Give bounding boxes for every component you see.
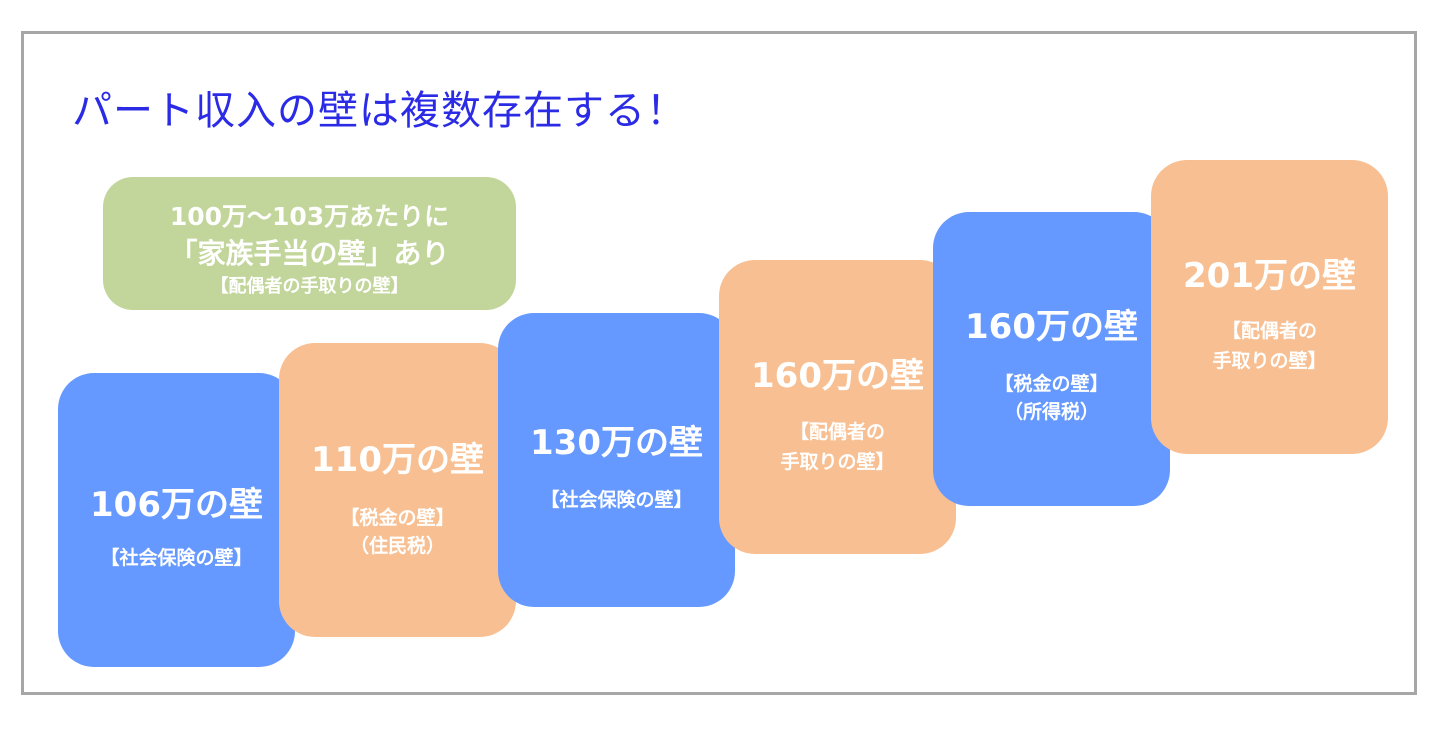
wall-box-160-spouse: 160万の壁 【配偶者の 手取りの壁】 <box>719 260 956 554</box>
wall-amount: 110万の壁 <box>311 440 484 480</box>
wall-box-201: 201万の壁 【配偶者の 手取りの壁】 <box>1151 160 1388 454</box>
wall-amount: 106万の壁 <box>90 485 263 525</box>
page-title: パート収入の壁は複数存在する！ <box>72 88 687 134</box>
wall-box-110: 110万の壁 【税金の壁】 （住民税） <box>279 343 516 637</box>
wall-detail: （所得税） <box>1003 401 1099 423</box>
diagram-frame <box>21 31 1417 695</box>
wall-amount: 160万の壁 <box>751 356 924 396</box>
wall-detail: 手取りの壁】 <box>780 451 895 473</box>
wall-type: 【社会保険の壁】 <box>100 547 253 569</box>
wall-detail: 手取りの壁】 <box>1212 350 1327 372</box>
wall-type: 【配偶者の <box>1221 320 1317 342</box>
wall-type: 【配偶者の <box>789 421 885 443</box>
wall-type: 【税金の壁】 <box>340 507 455 529</box>
wall-box-130: 130万の壁 【社会保険の壁】 <box>498 313 735 607</box>
wall-type: 【社会保険の壁】 <box>540 489 693 511</box>
wall-box-160-tax: 160万の壁 【税金の壁】 （所得税） <box>933 212 1170 506</box>
wall-box-106: 106万の壁 【社会保険の壁】 <box>58 373 295 667</box>
family-allowance-note: 100万～103万あたりに 「家族手当の壁」あり 【配偶者の手取りの壁】 <box>103 177 516 310</box>
wall-detail: （住民税） <box>349 535 445 557</box>
wall-amount: 130万の壁 <box>530 423 703 463</box>
note-line-1: 100万～103万あたりに <box>169 202 450 231</box>
wall-type: 【税金の壁】 <box>994 373 1109 395</box>
note-line-2: 「家族手当の壁」あり <box>169 237 450 270</box>
note-line-3: 【配偶者の手取りの壁】 <box>210 276 409 297</box>
wall-amount: 160万の壁 <box>965 307 1138 347</box>
wall-amount: 201万の壁 <box>1183 256 1356 296</box>
